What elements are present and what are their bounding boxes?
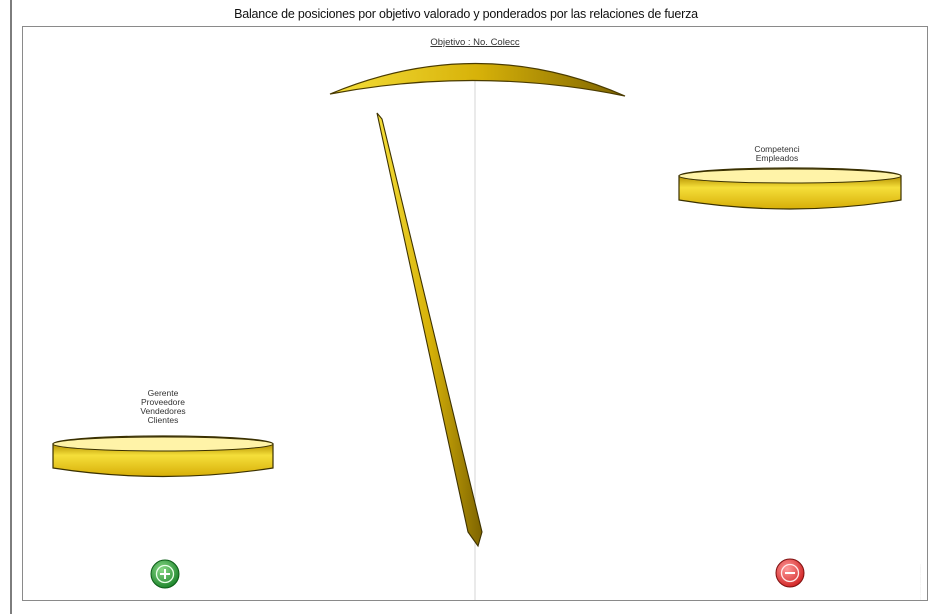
right-pan-labels: Competenci Empleados [738,145,816,163]
objective-label: Objetivo : No. Colecc [430,37,520,48]
side-note: ................................ [917,564,922,600]
plus-icon [150,559,180,589]
left-pan-label-proveedore: Proveedore [141,397,185,407]
pointer-needle [376,112,483,548]
right-pan-label-empleados: Empleados [755,153,799,163]
left-pan-label-vendedores: Vendedores [140,406,186,416]
top-beam [329,62,626,97]
left-pan-label-gerente: Gerente [147,388,179,398]
left-pan-label-clientes: Clientes [147,415,179,425]
minus-icon [775,558,805,588]
right-pan-label-competenci: Competenci [754,144,800,154]
right-pan [678,167,902,210]
left-rule [10,0,12,614]
left-pan-labels: Gerente Proveedore Vendedores Clientes [118,389,208,425]
left-pan [52,435,274,478]
page-title: Balance de posiciones por objetivo valor… [234,7,698,21]
